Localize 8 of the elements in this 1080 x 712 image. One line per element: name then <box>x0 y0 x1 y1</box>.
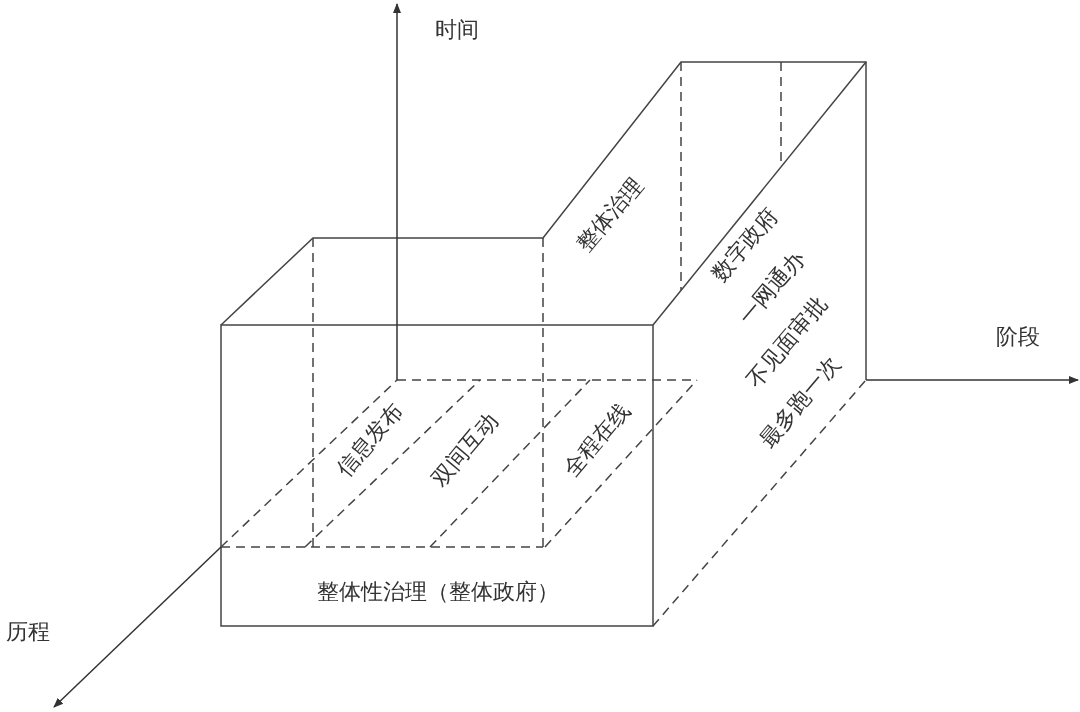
face-label: 双间互动 <box>425 406 504 494</box>
axis-label: 历程 <box>6 618 50 646</box>
face-label: 信息发布 <box>330 396 409 484</box>
face-label: 整体治理 <box>570 171 649 259</box>
axis-label: 时间 <box>435 16 479 44</box>
face-label: 全程在线 <box>557 396 636 484</box>
face-label: 整体性治理（整体政府） <box>317 578 559 606</box>
axis-label: 阶段 <box>996 323 1040 351</box>
